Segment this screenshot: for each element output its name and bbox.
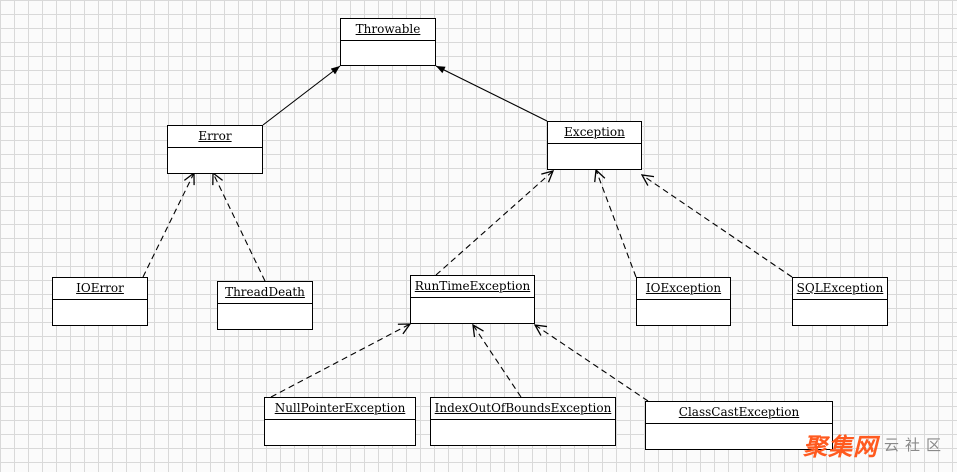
watermark-brand: 聚集网	[802, 433, 878, 461]
class-name: Throwable	[341, 19, 435, 41]
relation-runtimeexception-to-exception	[435, 171, 553, 276]
relation-nullpointerexception-to-runtimeexception	[270, 324, 410, 398]
relation-sqlexception-to-exception	[642, 175, 793, 278]
class-nullpointerexception[interactable]: NullPointerException	[264, 397, 416, 446]
class-throwable[interactable]: Throwable	[340, 18, 436, 66]
class-name: IndexOutOfBoundsException	[431, 398, 615, 420]
class-sqlexception[interactable]: SQLException	[792, 277, 888, 326]
class-name: NullPointerException	[265, 398, 415, 420]
relation-classcastexception-to-runtimeexception	[535, 325, 649, 402]
class-name: ClassCastException	[646, 402, 832, 424]
class-name: SQLException	[793, 278, 887, 300]
relation-indexoutofboundsexception-to-runtimeexception	[473, 325, 522, 398]
relation-threaddeath-to-error	[213, 173, 266, 282]
relation-ioexception-to-exception	[596, 170, 637, 278]
class-runtimeexception[interactable]: RunTimeException	[410, 275, 535, 324]
class-ioexception[interactable]: IOException	[636, 277, 731, 326]
relation-ioerror-to-error	[142, 173, 194, 278]
watermark: 聚集网 云社区	[803, 427, 947, 462]
class-name: IOError	[53, 278, 147, 300]
class-threaddeath[interactable]: ThreadDeath	[217, 281, 313, 330]
class-name: ThreadDeath	[218, 282, 312, 304]
class-name: Error	[168, 126, 262, 148]
watermark-sub: 云社区	[883, 436, 947, 454]
class-exception[interactable]: Exception	[547, 121, 642, 170]
class-ioerror[interactable]: IOError	[52, 277, 148, 326]
class-classcastexception[interactable]: ClassCastException	[645, 401, 833, 450]
class-name: IOException	[637, 278, 730, 300]
class-error[interactable]: Error	[167, 125, 263, 174]
class-name: RunTimeException	[411, 276, 534, 298]
relation-error-to-throwable	[262, 65, 341, 126]
class-name: Exception	[548, 122, 641, 144]
class-indexoutofboundsexception[interactable]: IndexOutOfBoundsException	[430, 397, 616, 446]
relation-exception-to-throwable	[435, 65, 548, 122]
